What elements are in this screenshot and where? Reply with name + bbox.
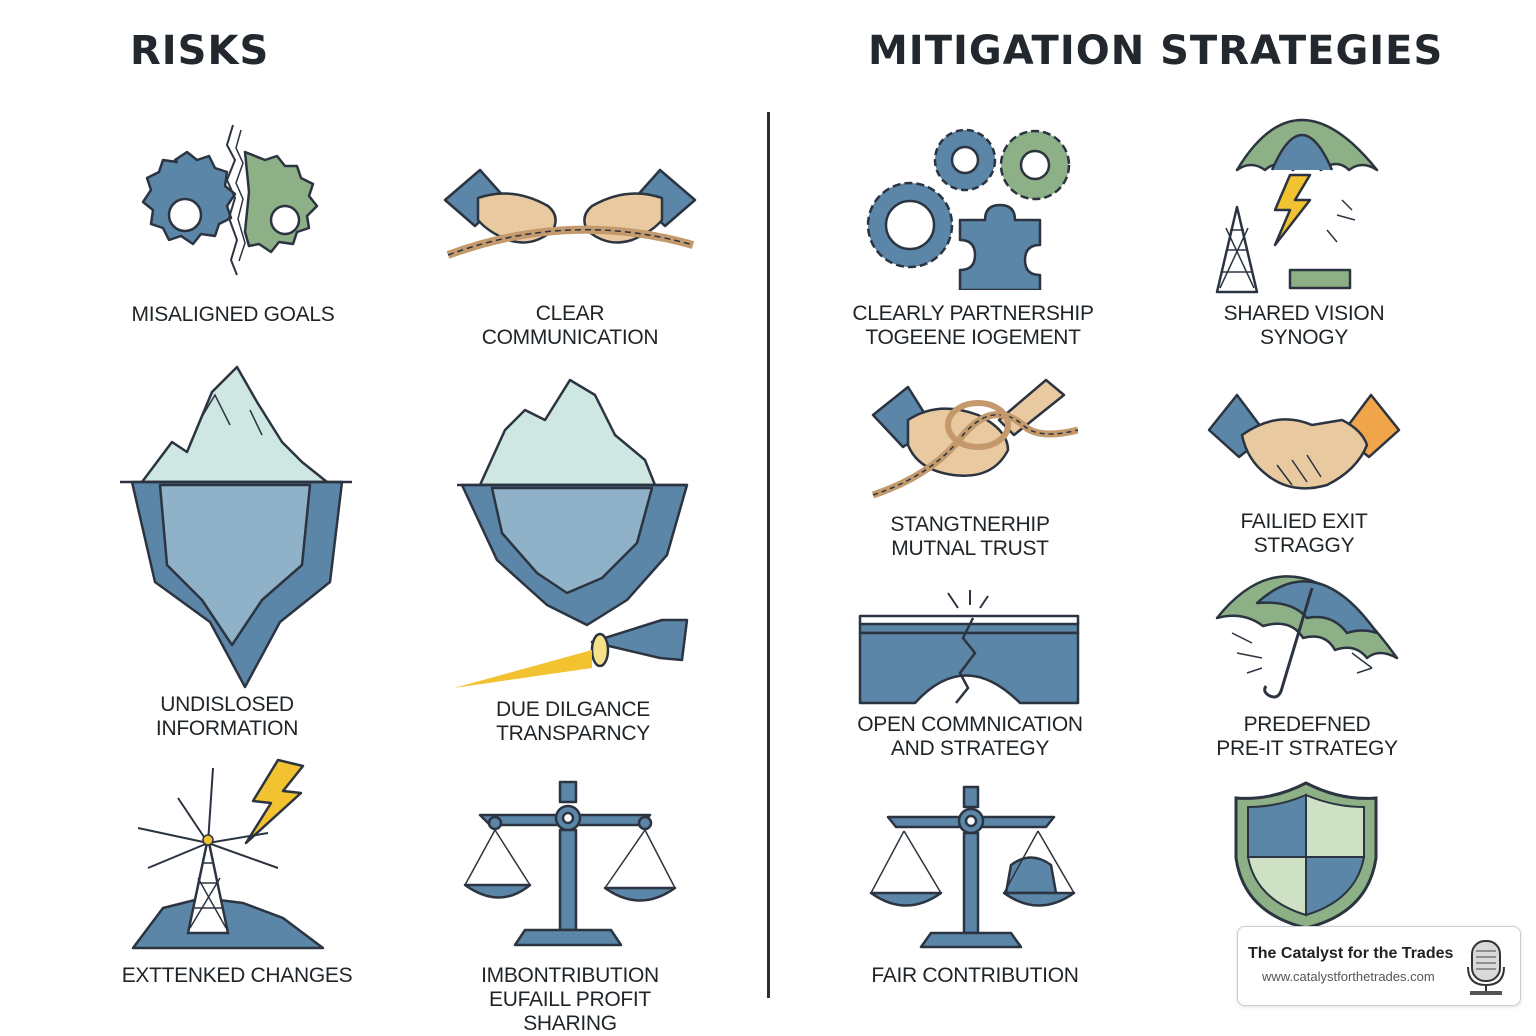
risk-label-1: MISALIGNED GOALS [131,303,335,326]
rope-handshake-icon [871,378,1078,499]
brand-card[interactable]: The Catalyst for the Trades www.catalyst… [1237,926,1521,1006]
shield-icon [1234,781,1378,930]
umbrella-storm-icon [1215,575,1399,699]
risks-heading: RISKS [130,28,270,74]
mitigation-heading: MITIGATION STRATEGIES [868,28,1444,74]
handshake-icon [1207,393,1401,490]
scales-icon [463,780,677,947]
iceberg-flashlight-icon [454,378,689,688]
broken-bridge-icon [858,590,1080,705]
mitigation-label-7: FAIR CONTRIBUTION [871,964,1079,987]
umbrella-tower-icon [1215,118,1379,294]
brand-url[interactable]: www.catalystforthetrades.com [1262,969,1435,984]
tug-of-war-icon [443,168,697,259]
scales-icon [869,785,1076,949]
column-divider [767,112,770,998]
gears-puzzle-icon [866,128,1071,290]
broken-gears-icon [141,124,319,276]
microphone-logo-icon [1467,940,1505,995]
brand-title: The Catalyst for the Trades [1248,945,1454,962]
risk-label-5: EXTTENKED CHANGES [121,964,353,987]
iceberg-icon [120,365,352,689]
lightning-tower-icon [131,758,325,950]
